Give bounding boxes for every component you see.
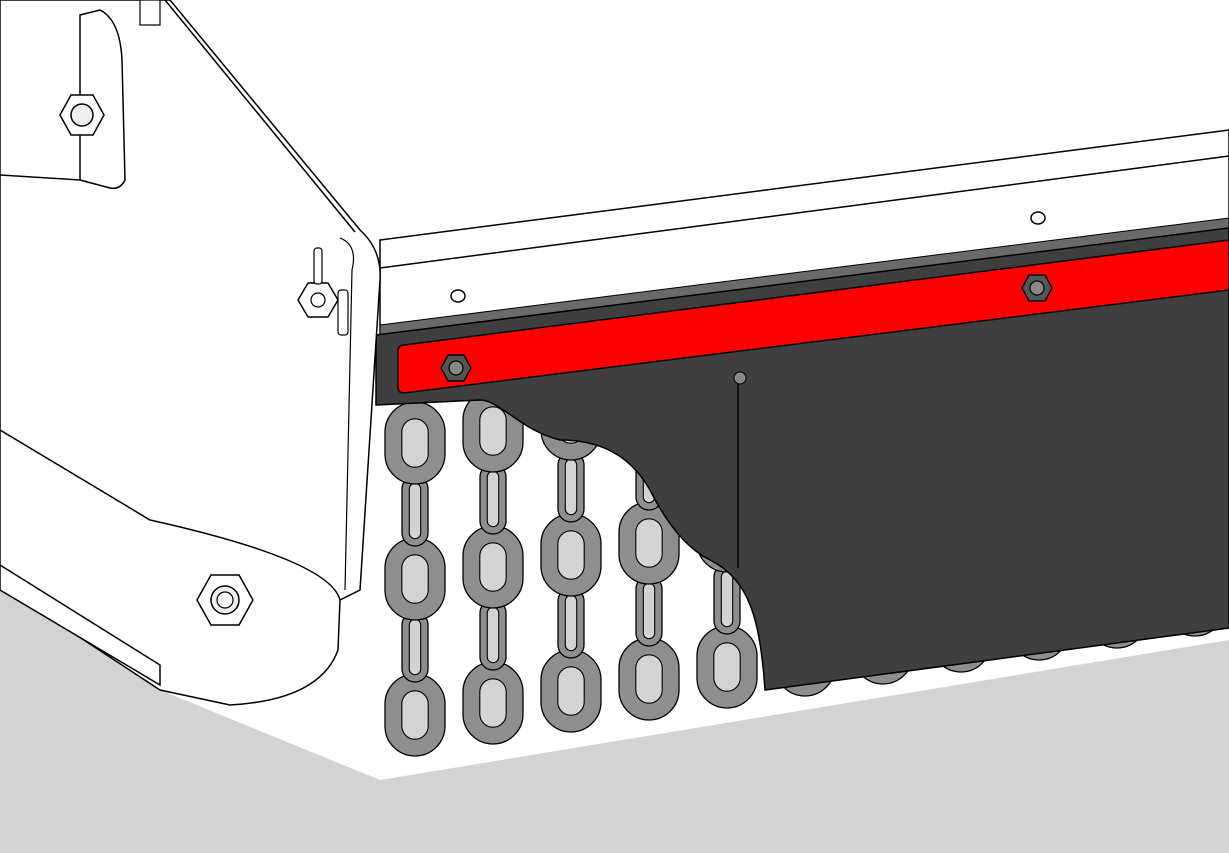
- chain-link-hole: [564, 594, 578, 652]
- chain-link-hole: [720, 570, 734, 628]
- chain-link-hole: [486, 606, 500, 664]
- chain-link-hole: [401, 690, 429, 740]
- flap-hole: [733, 371, 747, 385]
- chain-link-hole: [635, 654, 663, 704]
- chain-link-hole: [642, 582, 656, 640]
- chain-link-hole: [401, 418, 429, 468]
- chain-link-hole: [401, 554, 429, 604]
- hex-nut-icon: [1021, 274, 1053, 302]
- chain-link-hole: [557, 666, 585, 716]
- hex-bolt-icon: [59, 94, 105, 136]
- rivet-icon: [1030, 211, 1046, 225]
- chain-link-hole: [486, 470, 500, 528]
- pin-bolt-icon: [297, 247, 339, 318]
- ground-plane: [0, 580, 1229, 853]
- chain-link-hole: [557, 530, 585, 580]
- chain-link-hole: [713, 642, 741, 692]
- red-clamp-bar: [397, 239, 1229, 394]
- hex-nut-icon: [440, 354, 472, 382]
- hex-bolt-icon: [196, 574, 254, 626]
- side-plate-housing: [0, 0, 381, 706]
- chain-link-hole: [635, 518, 663, 568]
- chain-link-hole: [479, 406, 507, 456]
- rivet-icon: [450, 289, 466, 303]
- chain-link-hole: [479, 542, 507, 592]
- chain-link-hole: [564, 458, 578, 516]
- chain-link-hole: [479, 678, 507, 728]
- chain-link-hole: [408, 618, 422, 676]
- chain-link-hole: [408, 482, 422, 540]
